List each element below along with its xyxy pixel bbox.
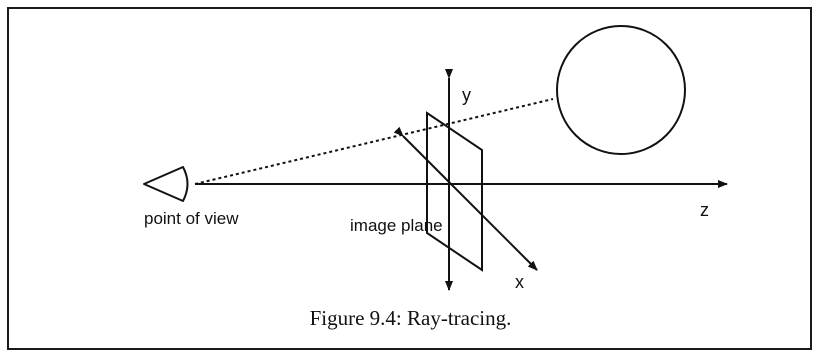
- sphere-object: [556, 25, 686, 155]
- x-axis-label: x: [515, 272, 524, 292]
- x-axis: [393, 126, 538, 271]
- ray-line: [194, 98, 554, 185]
- y-axis-label: y: [462, 85, 471, 105]
- eye-icon: [143, 166, 189, 202]
- point-of-view-label: point of view: [144, 209, 239, 228]
- image-plane: [426, 111, 483, 272]
- z-axis-label: z: [700, 200, 709, 220]
- figure-caption: Figure 9.4: Ray-tracing.: [309, 306, 512, 330]
- image-plane-label: image plane: [350, 216, 443, 235]
